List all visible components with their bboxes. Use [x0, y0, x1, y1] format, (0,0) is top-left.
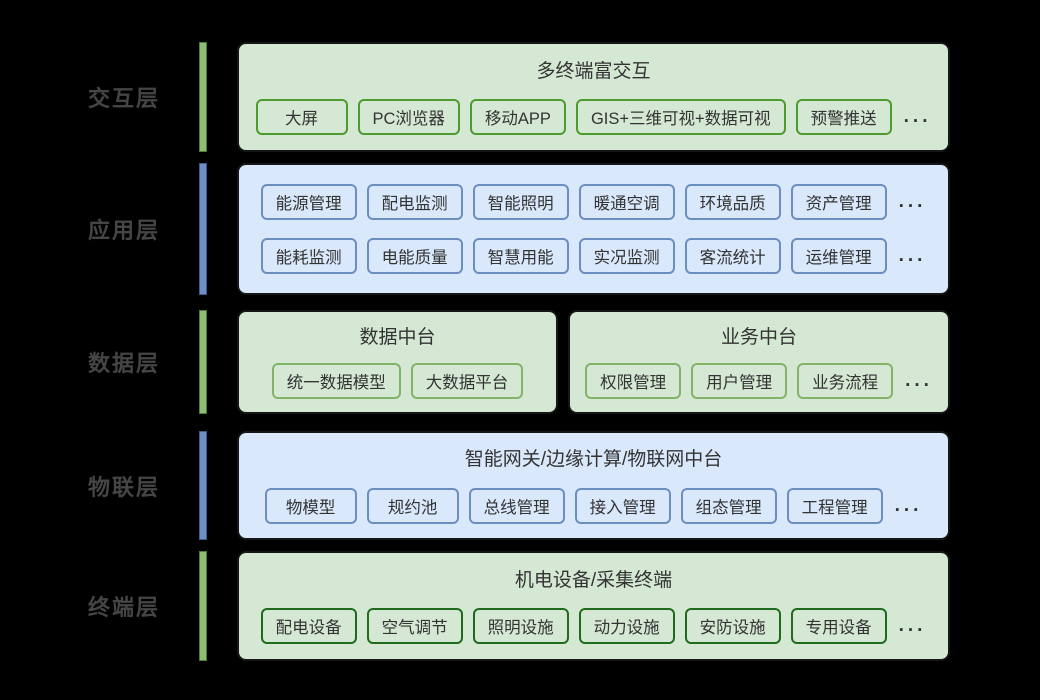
ellipsis-text: ... [905, 370, 933, 392]
module-box: 运维管理 [790, 238, 887, 275]
module-box: 移动APP [469, 99, 566, 136]
layer-label-column: 交互层 [0, 42, 199, 152]
module-box: 环境品质 [684, 183, 781, 220]
ellipsis-text: ... [903, 106, 932, 128]
module-box: PC浏览器 [357, 99, 460, 136]
box-row: 能耗监测 电能质量 智慧用能 实况监测 客流统计 运维管理 ... [239, 238, 948, 275]
data-middle-platform-panel: 数据中台 统一数据模型 大数据平台 [237, 310, 558, 414]
layer-color-bar [199, 42, 207, 152]
module-box: 配电设备 [260, 608, 357, 645]
panel-wrap: 多终端富交互 大屏 PC浏览器 移动APP GIS+三维可视+数据可视 预警推送… [237, 42, 950, 152]
panel-title: 智能网关/边缘计算/物联网中台 [464, 449, 723, 471]
module-box: 动力设施 [578, 608, 675, 645]
box-row: 大屏 PC浏览器 移动APP GIS+三维可视+数据可视 预警推送 ... [239, 99, 948, 136]
layer-color-bar [199, 431, 207, 540]
module-box: 能耗监测 [260, 238, 357, 275]
panel-wrap: 机电设备/采集终端 配电设备 空气调节 照明设施 动力设施 安防设施 专用设备 … [237, 551, 950, 661]
module-box: 安防设施 [684, 608, 781, 645]
ellipsis-text: ... [894, 494, 923, 516]
panel-wrap: 能源管理 配电监测 智能照明 暖通空调 环境品质 资产管理 ... 能耗监测 电… [237, 163, 950, 295]
layer-color-bar [199, 163, 207, 295]
module-box: 组态管理 [680, 487, 777, 524]
layer-panel: 能源管理 配电监测 智能照明 暖通空调 环境品质 资产管理 ... 能耗监测 电… [237, 163, 950, 295]
module-box: 用户管理 [691, 363, 788, 400]
module-box: 规约池 [366, 487, 459, 524]
layer-color-bar [199, 310, 207, 414]
module-box: 业务流程 [797, 363, 894, 400]
module-box: 大屏 [255, 99, 348, 136]
layer-label: 交互层 [88, 86, 161, 111]
layer-label-column: 物联层 [0, 431, 199, 540]
layer-label-column: 应用层 [0, 163, 199, 295]
module-box: 总线管理 [468, 487, 565, 524]
layer-label: 应用层 [88, 218, 161, 243]
module-box: 能源管理 [260, 183, 357, 220]
module-box: 预警推送 [795, 99, 892, 136]
layer-label-column: 终端层 [0, 551, 199, 661]
module-box: 暖通空调 [578, 183, 675, 220]
ellipsis-text: ... [898, 245, 927, 267]
layer-label: 终端层 [88, 595, 161, 620]
module-box: GIS+三维可视+数据可视 [575, 99, 786, 136]
module-box: 资产管理 [790, 183, 887, 220]
layer-panel: 智能网关/边缘计算/物联网中台 物模型 规约池 总线管理 接入管理 组态管理 工… [237, 431, 950, 540]
layer-label-column: 数据层 [0, 310, 199, 414]
module-box: 专用设备 [790, 608, 887, 645]
panel-title: 机电设备/采集终端 [514, 569, 673, 591]
layer-application: 应用层 能源管理 配电监测 智能照明 暖通空调 环境品质 资产管理 ... 能耗… [0, 163, 950, 295]
layer-color-bar [199, 551, 207, 661]
business-middle-platform-panel: 业务中台 权限管理 用户管理 业务流程 ... [568, 310, 950, 414]
layer-iot: 物联层 智能网关/边缘计算/物联网中台 物模型 规约池 总线管理 接入管理 组态… [0, 431, 950, 540]
module-box: 照明设施 [472, 608, 569, 645]
box-row: 权限管理 用户管理 业务流程 ... [570, 363, 948, 400]
ellipsis-text: ... [898, 615, 927, 637]
module-box: 物模型 [264, 487, 357, 524]
layer-terminal: 终端层 机电设备/采集终端 配电设备 空气调节 照明设施 动力设施 安防设施 专… [0, 551, 950, 661]
module-box: 客流统计 [684, 238, 781, 275]
module-box: 智能照明 [472, 183, 569, 220]
module-box: 权限管理 [585, 363, 682, 400]
ellipsis-text: ... [898, 190, 927, 212]
layer-data: 数据层 数据中台 统一数据模型 大数据平台 业务中台 权限管理 用户管理 业务流… [0, 310, 950, 414]
box-row: 配电设备 空气调节 照明设施 动力设施 安防设施 专用设备 ... [239, 608, 948, 645]
panel-title: 多终端富交互 [536, 60, 651, 82]
panel-wrap: 数据中台 统一数据模型 大数据平台 业务中台 权限管理 用户管理 业务流程 ..… [237, 310, 950, 414]
module-box: 统一数据模型 [271, 363, 401, 400]
box-row: 统一数据模型 大数据平台 [239, 363, 556, 400]
layer-label: 物联层 [88, 474, 161, 500]
module-box: 配电监测 [366, 183, 463, 220]
layer-label: 数据层 [88, 351, 161, 376]
module-box: 工程管理 [786, 487, 883, 524]
layer-panel: 多终端富交互 大屏 PC浏览器 移动APP GIS+三维可视+数据可视 预警推送… [237, 42, 950, 152]
module-box: 智慧用能 [472, 238, 569, 275]
panel-title: 数据中台 [359, 326, 436, 348]
box-row: 物模型 规约池 总线管理 接入管理 组态管理 工程管理 ... [239, 487, 948, 524]
module-box: 大数据平台 [410, 363, 524, 400]
module-box: 接入管理 [574, 487, 671, 524]
layer-interaction: 交互层 多终端富交互 大屏 PC浏览器 移动APP GIS+三维可视+数据可视 … [0, 42, 950, 152]
module-box: 电能质量 [366, 238, 463, 275]
panel-wrap: 智能网关/边缘计算/物联网中台 物模型 规约池 总线管理 接入管理 组态管理 工… [237, 431, 950, 540]
module-box: 空气调节 [366, 608, 463, 645]
panel-title: 业务中台 [720, 326, 797, 348]
module-box: 实况监测 [578, 238, 675, 275]
layer-panel: 机电设备/采集终端 配电设备 空气调节 照明设施 动力设施 安防设施 专用设备 … [237, 551, 950, 661]
box-row: 能源管理 配电监测 智能照明 暖通空调 环境品质 资产管理 ... [239, 183, 948, 220]
